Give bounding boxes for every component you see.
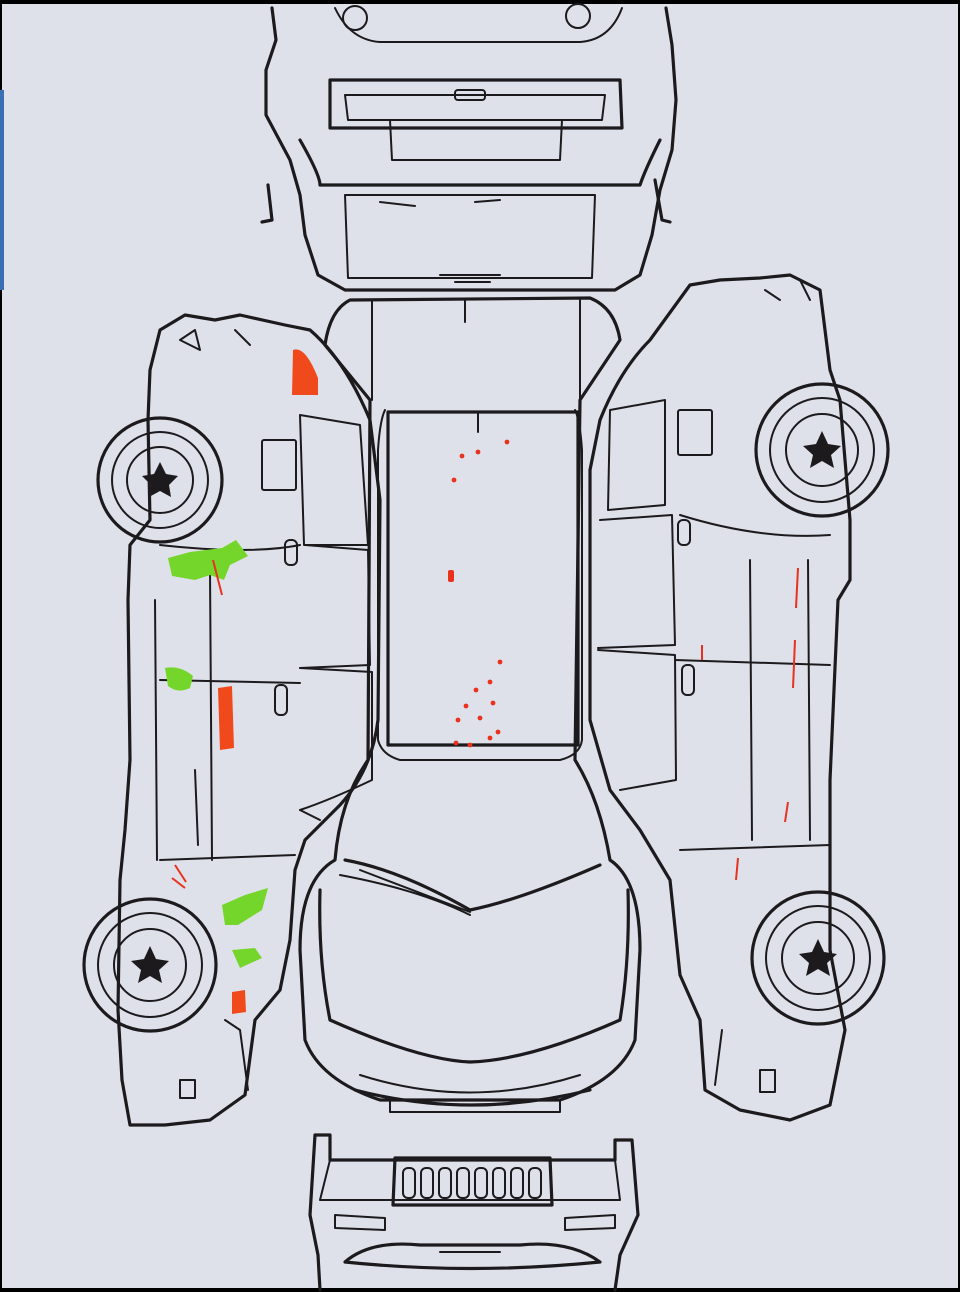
- left-side-view: [82, 313, 382, 1127]
- left-side-dent-areas: [165, 540, 268, 968]
- left-side-paint-damage: [218, 349, 318, 1014]
- rear-view: [260, 3, 678, 292]
- front-view: [308, 1133, 640, 1292]
- left-side-red-lines: [171, 559, 223, 889]
- right-side-view: [588, 273, 890, 1122]
- roof-scratch-dots: [448, 439, 510, 748]
- damage-marks: [165, 349, 799, 1014]
- top-view: [298, 296, 642, 1113]
- inspection-sheet: [2, 4, 958, 1288]
- app-edge-strip: [0, 90, 4, 290]
- right-side-scratch-lines: [701, 567, 799, 881]
